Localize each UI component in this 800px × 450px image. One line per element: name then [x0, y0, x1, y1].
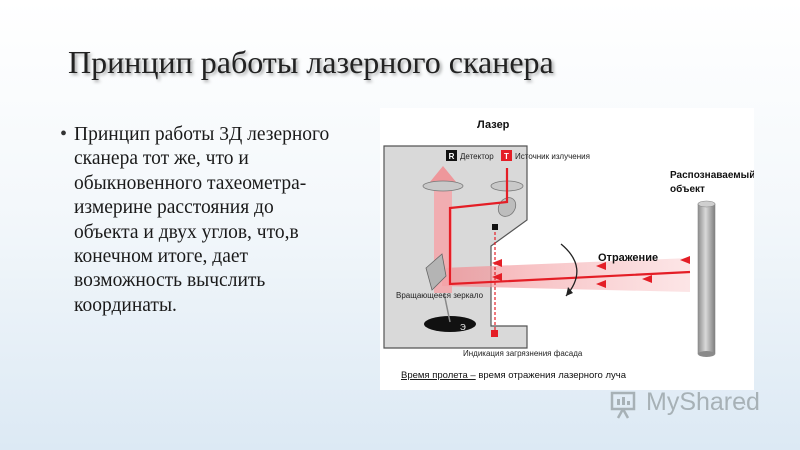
slide-title: Принцип работы лазерного сканера — [68, 44, 554, 80]
detector-label: Детектор — [460, 152, 494, 161]
detector-lens — [422, 180, 464, 192]
object-label-1: Распознаваемый — [670, 170, 754, 181]
return-arrow — [492, 259, 502, 267]
laser-path — [448, 168, 691, 286]
motor-disk — [424, 316, 476, 332]
r-badge — [446, 150, 457, 161]
return-arrow — [596, 280, 606, 288]
t-badge — [501, 150, 512, 161]
bullet-line: возможность вычслить — [74, 270, 266, 292]
indicator-square-red — [491, 330, 498, 337]
object-bottom — [698, 351, 715, 357]
return-arrow — [492, 273, 502, 281]
laser-label: Лазер — [477, 119, 510, 131]
presentation-board-icon — [610, 391, 636, 419]
r-badge-label: R — [449, 152, 455, 161]
bullet-line: конечном итоге, дает — [74, 246, 249, 268]
mirror-label: Вращающееся зеркало — [396, 291, 484, 300]
object-column — [697, 203, 716, 355]
t-badge-label: T — [504, 152, 509, 161]
laser-scanner-diagram: R T Лазер Детектор Источник излучения Ра… — [380, 108, 754, 390]
caption: Время пролета – время отражения лазерног… — [401, 370, 627, 381]
bullet-marker: • — [60, 123, 68, 145]
reflection-label: Отражение — [598, 252, 658, 264]
watermark-dot: . — [743, 394, 747, 408]
motor-shaft — [443, 292, 451, 323]
bullet-line: координаты. — [74, 294, 177, 316]
indicator-square-black — [492, 224, 498, 230]
indicator-label: Индикация загрязнения фасада — [463, 349, 583, 358]
bullet-line: обыкновенного тахеометра- — [74, 172, 307, 194]
rotating-mirror — [425, 253, 447, 291]
bullet-text: Принцип работы 3Д лезерного сканера тот … — [74, 123, 385, 318]
return-beam-fan — [442, 258, 690, 292]
myshared-watermark: MyShared . — [608, 388, 768, 420]
bullet-line: сканера тот же, что и — [74, 148, 249, 170]
object-label-2: объект — [670, 183, 705, 195]
watermark-text: MyShared — [646, 388, 760, 416]
caption-underlined: Время пролета – — [401, 370, 476, 381]
object-top — [697, 200, 716, 208]
bullet-line: измерине расстояния до — [74, 197, 274, 219]
bullet-item: • Принцип работы 3Д лезерного сканера то… — [60, 123, 385, 318]
caption-rest: время отражения лазерного луча — [476, 370, 627, 381]
rotation-arrowhead — [566, 287, 573, 296]
return-arrow — [596, 262, 606, 270]
scanner-housing — [383, 145, 528, 349]
bullet-line: объекта и двух углов, что,в — [74, 221, 299, 243]
source-label: Источник излучения — [515, 152, 590, 161]
bullet-line: Принцип работы 3Д лезерного — [74, 124, 330, 145]
return-arrow — [642, 275, 652, 283]
return-arrow — [680, 256, 690, 264]
e-mark: Э — [460, 323, 466, 332]
